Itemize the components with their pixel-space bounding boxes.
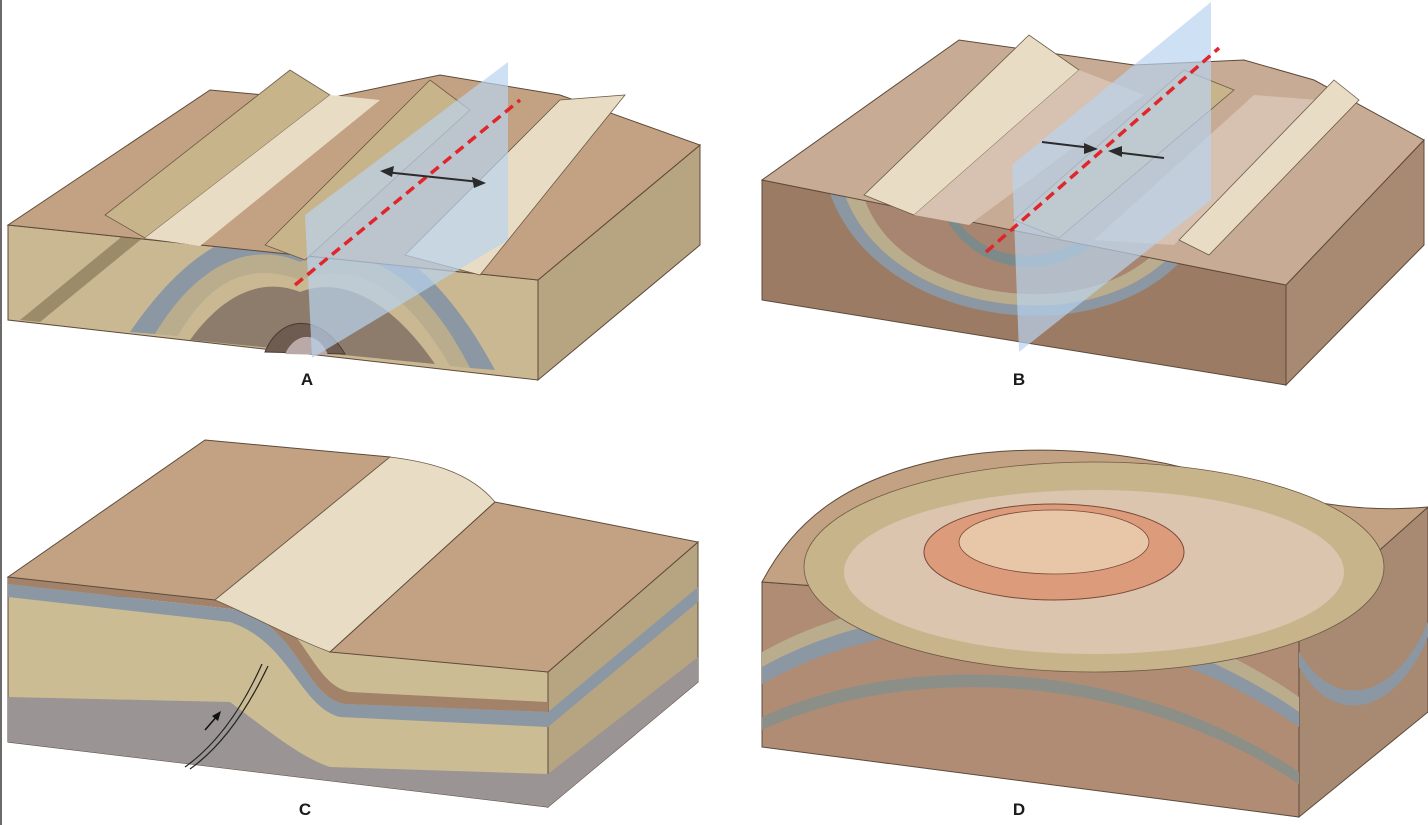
valley-strip	[145, 95, 380, 246]
arrow-head-right	[1108, 146, 1122, 157]
fold-axis-line	[293, 98, 522, 287]
syncline-block-diagram	[760, 2, 1425, 387]
convergence-arrow-right	[1113, 151, 1165, 159]
fault-line-parallel	[189, 665, 269, 770]
left-frame-border	[0, 0, 2, 825]
panel-b-label: B	[1012, 370, 1026, 389]
arrow-head-left	[380, 166, 394, 177]
panel-b-syncline: B	[714, 0, 1428, 412]
convergence-arrow-left	[1041, 141, 1093, 149]
side-blue-band	[548, 587, 698, 727]
panel-d-label: D	[1012, 800, 1026, 819]
panel-a-label: A	[300, 370, 314, 389]
fault-slip-arrow-head	[212, 711, 221, 721]
arrow-head-left	[1084, 143, 1098, 154]
syncline-speckle-band	[844, 193, 1184, 306]
monocline-block-diagram	[6, 439, 700, 809]
dome-core-center	[958, 509, 1150, 575]
lower-top-surface	[328, 501, 700, 673]
axial-plane	[305, 62, 508, 358]
arrow-head-right	[472, 177, 486, 188]
monocline-blue-band	[8, 584, 548, 727]
axial-plane	[1012, 2, 1211, 352]
panel-c-monocline: C	[0, 412, 714, 825]
fault-line	[184, 663, 263, 768]
side-fold-band	[1299, 622, 1428, 706]
syncline-blue-band	[829, 190, 1194, 316]
panel-c-label: C	[298, 800, 312, 819]
divergence-arrow	[384, 171, 481, 183]
panel-d-dome: D	[714, 412, 1428, 825]
panel-a-anticline: A	[0, 0, 714, 412]
outer-limb-band	[20, 230, 150, 322]
fold-axis-line	[984, 46, 1221, 254]
anticline-block-diagram	[6, 62, 701, 382]
dome-block-diagram	[761, 449, 1428, 819]
right-limb-ridge	[1178, 79, 1360, 256]
basement-rock	[8, 697, 548, 807]
side-basement	[548, 657, 698, 807]
